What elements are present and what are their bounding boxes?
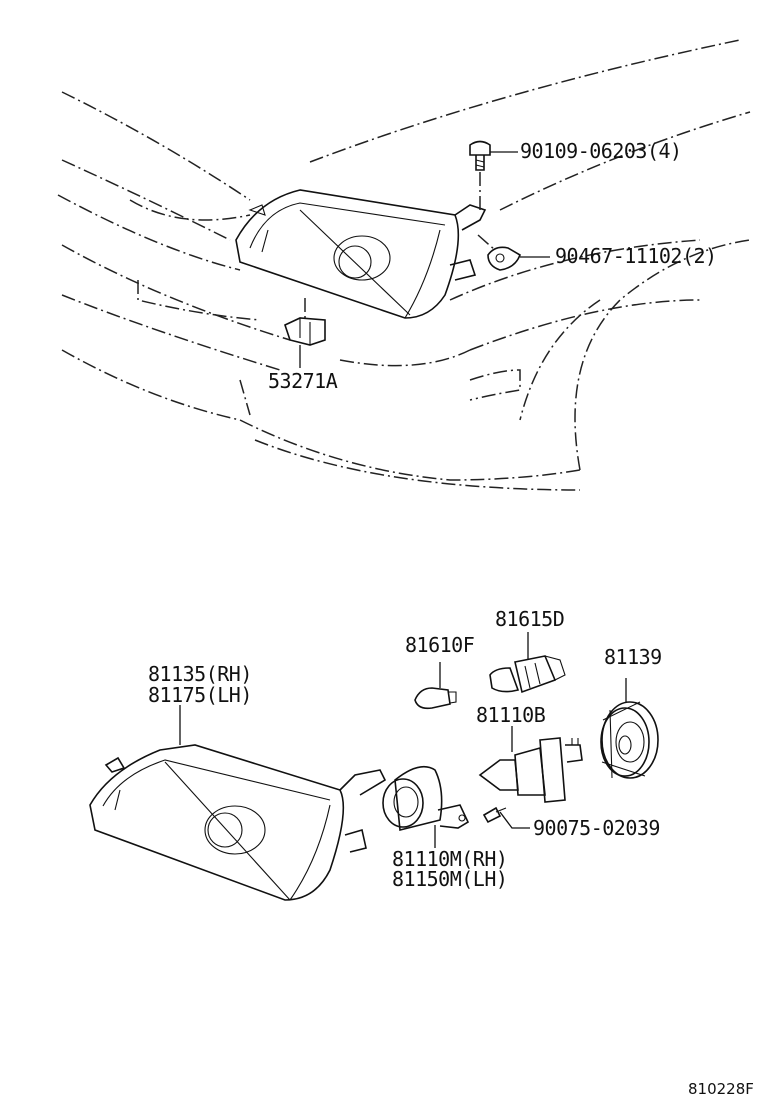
- headlamp-installed: [235, 189, 487, 319]
- clip-part: [477, 234, 550, 271]
- label-lamp-lh: 81175(LH): [148, 683, 252, 707]
- bolt-part: [469, 140, 518, 210]
- socket-bulb-part: [489, 632, 566, 694]
- bulb-holder-part: [382, 765, 470, 848]
- label-bolt: 90109-06203(4): [520, 139, 682, 163]
- label-cover: 81139: [604, 645, 662, 669]
- label-screw: 90075-02039: [533, 816, 660, 840]
- halogen-bulb-part: [478, 726, 583, 803]
- label-holder-rh: 81110M(RH): [392, 847, 507, 871]
- label-small-bulb: 81610F: [405, 633, 474, 657]
- screw-part: [482, 806, 530, 829]
- bracket-part: [284, 298, 326, 368]
- headlamp-assembly: [89, 705, 387, 901]
- label-lamp-rh: 81135(RH): [148, 662, 252, 686]
- small-bulb-part: [414, 662, 457, 710]
- label-clip: 90467-11102(2): [555, 244, 717, 268]
- label-socket-bulb: 81615D: [495, 607, 564, 631]
- label-holder-lh: 81150M(LH): [392, 867, 507, 891]
- label-halogen-bulb: 81110B: [476, 703, 546, 727]
- rubber-cover-part: [600, 678, 659, 779]
- diagram-code: 810228F: [688, 1080, 754, 1098]
- label-bracket: 53271A: [268, 369, 338, 393]
- vehicle-front-outline: [57, 39, 751, 491]
